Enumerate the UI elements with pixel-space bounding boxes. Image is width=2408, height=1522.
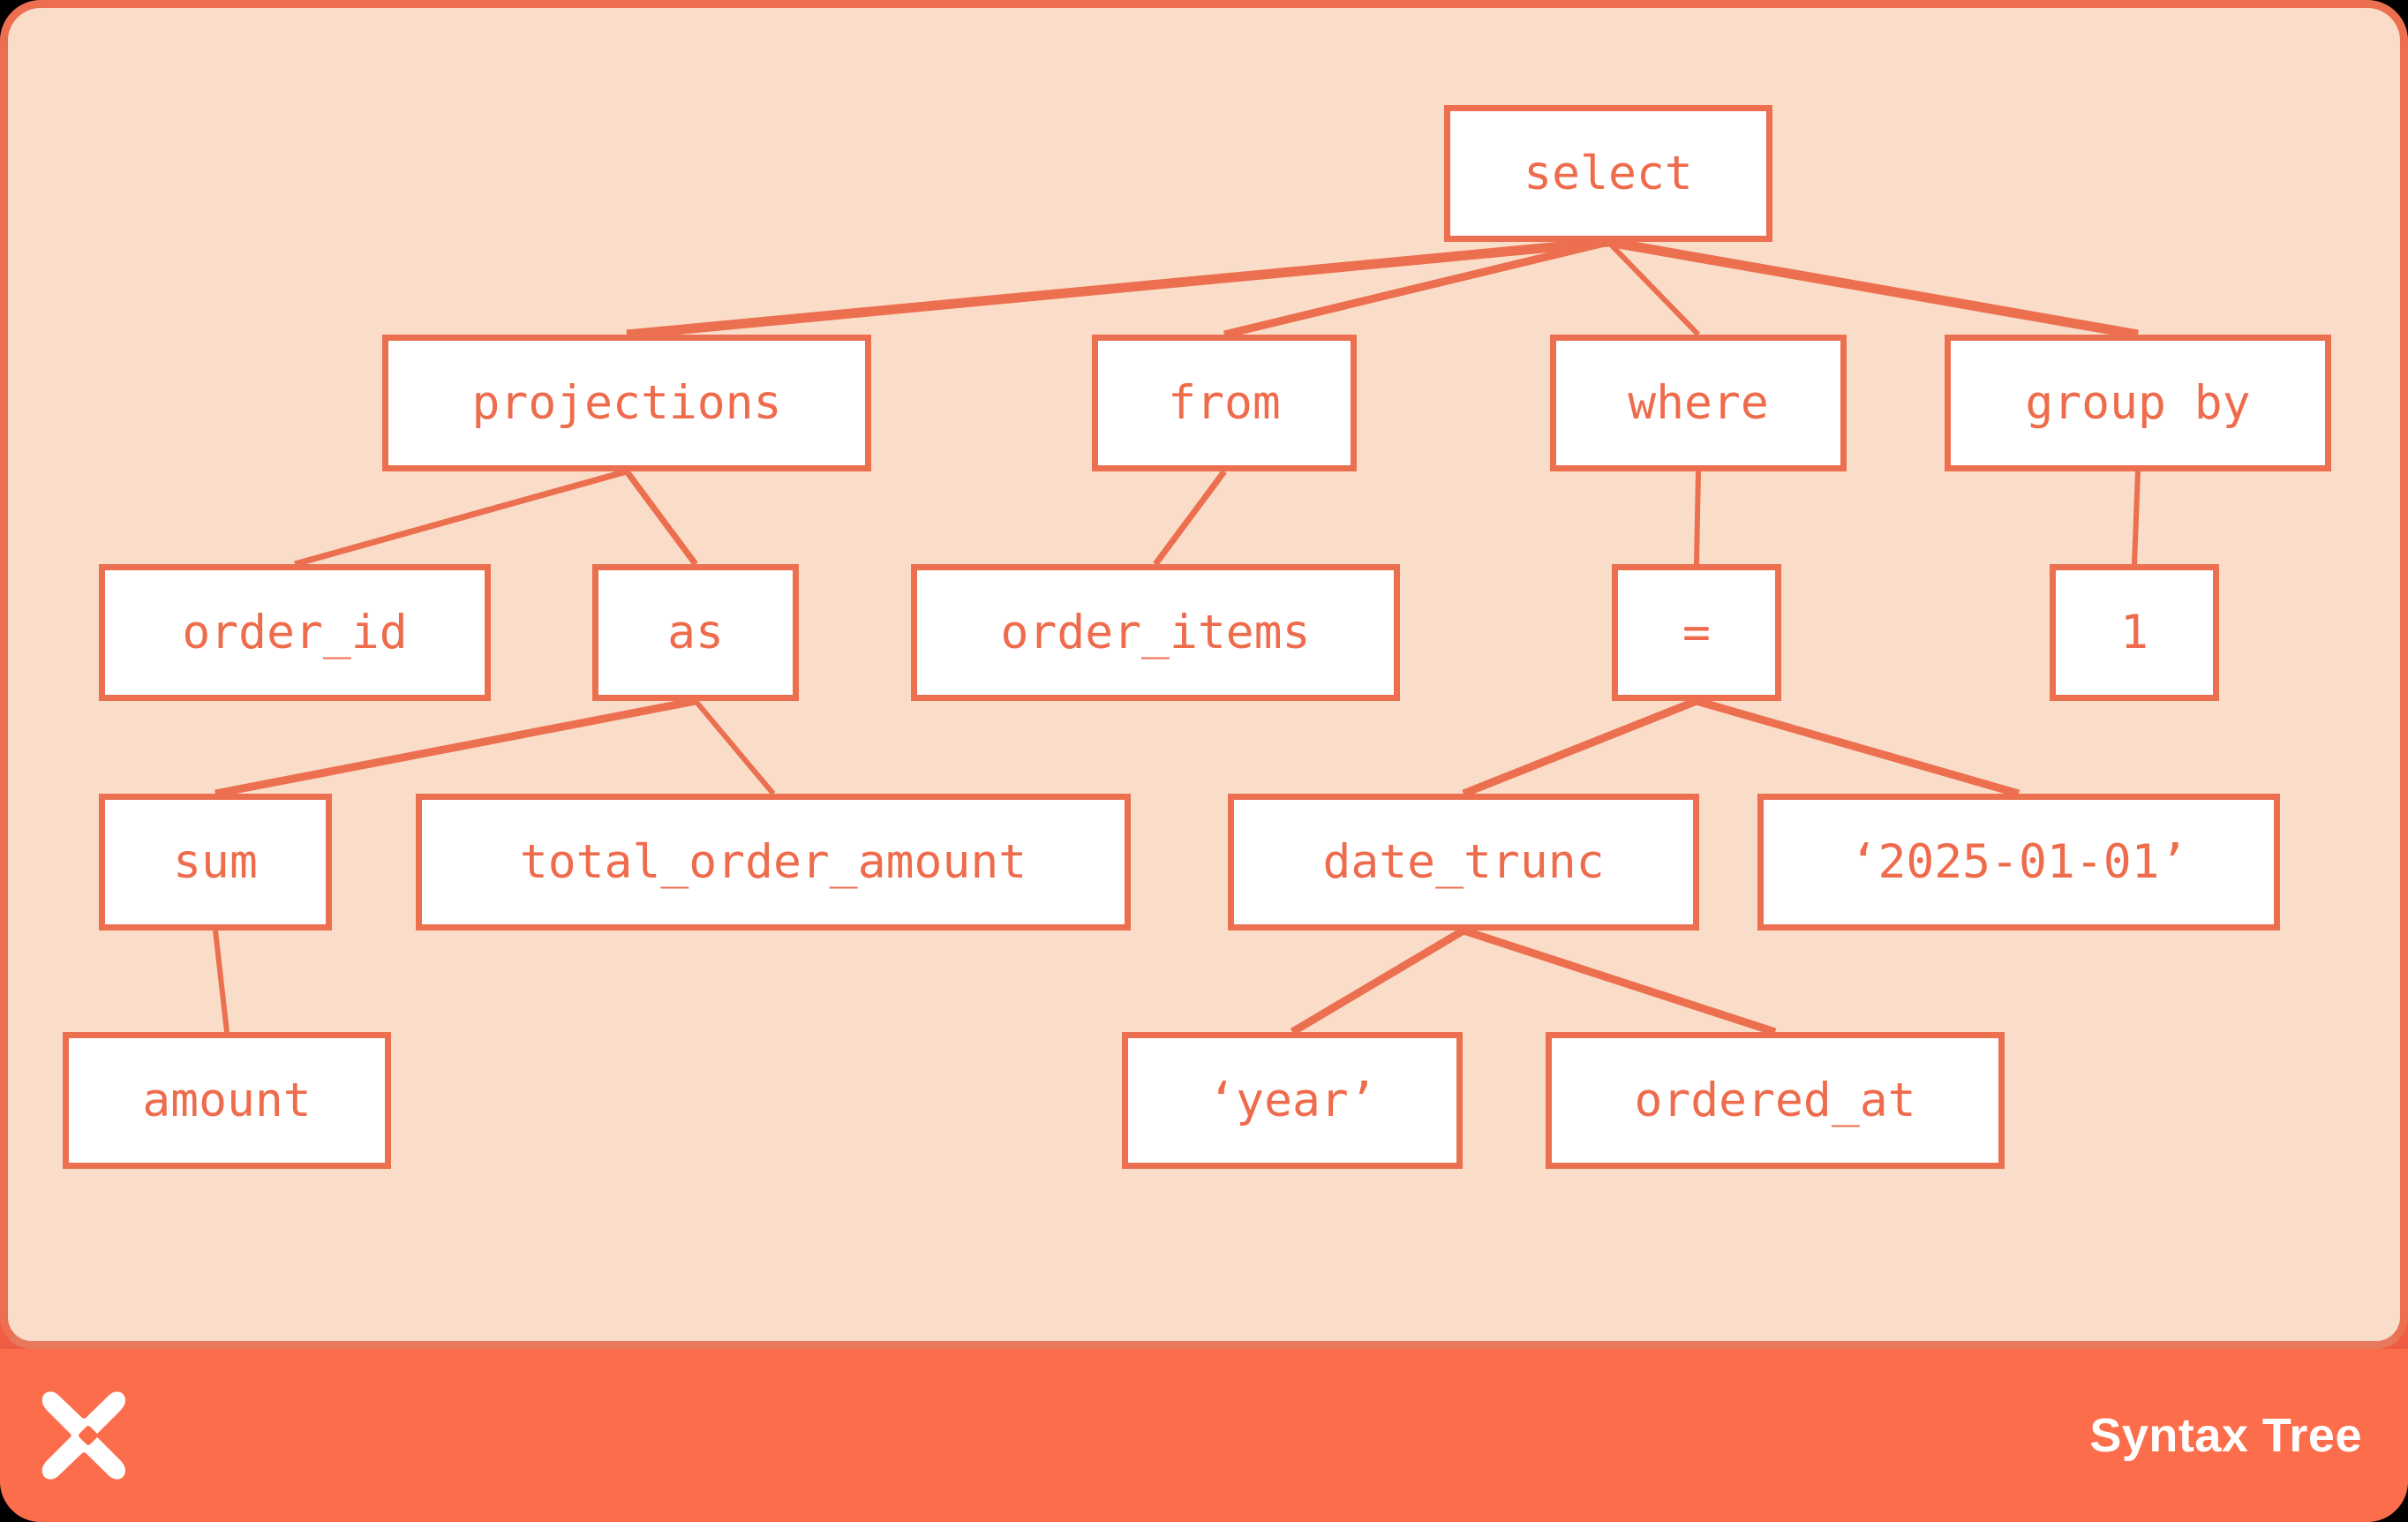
tree-node-group-by[interactable]: group by (1945, 335, 2331, 471)
tree-node-as[interactable]: as (592, 564, 799, 701)
tree-node-year-literal[interactable]: ‘year’ (1122, 1032, 1463, 1169)
tree-node-label: total_order_amount (519, 835, 1027, 889)
tree-edge-from-to-order-items (1153, 469, 1227, 567)
tree-node-where[interactable]: where (1550, 335, 1847, 471)
tree-node-from[interactable]: from (1092, 335, 1357, 471)
tree-edge-sum-to-amount (213, 930, 230, 1033)
tree-edge-group-by-to-one (2132, 471, 2141, 565)
tree-edge-date-trunc-to-year-literal (1290, 927, 1466, 1036)
tree-node-label: sum (173, 835, 258, 889)
tree-node-label: group by (2025, 376, 2251, 430)
tree-node-projections[interactable]: projections (382, 335, 871, 471)
tree-node-date-trunc[interactable]: date_trunc (1228, 794, 1699, 931)
tree-node-label: order_items (1000, 606, 1311, 659)
tree-node-label: 1 (2120, 606, 2148, 659)
tree-edge-projections-to-as (624, 469, 698, 567)
footer-bar: Syntax Tree (0, 1349, 2408, 1522)
tree-edge-equals-to-date-trunc (1462, 697, 1698, 798)
tree-edge-select-to-projections (626, 237, 1609, 340)
tree-edge-as-to-total-order-amount (693, 699, 776, 795)
tree-node-label: from (1168, 376, 1281, 430)
tree-node-label: ‘year’ (1208, 1074, 1377, 1127)
tree-edge-equals-to-date-literal (1695, 697, 2020, 798)
tree-node-select[interactable]: select (1444, 105, 1772, 242)
syntax-tree-canvas: select projections from where group by order_… (0, 0, 2408, 1349)
tree-node-order-items[interactable]: order_items (911, 564, 1400, 701)
tree-edge-date-trunc-to-ordered-at (1462, 926, 1777, 1036)
tree-edge-where-to-equals (1694, 471, 1701, 565)
tree-node-order-id[interactable]: order_id (99, 564, 491, 701)
tree-node-label: select (1524, 147, 1693, 200)
tree-node-label: ‘2025-01-01’ (1849, 835, 2188, 889)
tree-edge-select-to-group-by (1607, 237, 2139, 340)
tree-node-label: where (1628, 376, 1769, 430)
tree-edge-select-to-from (1223, 237, 1610, 339)
tree-edge-projections-to-order-id (294, 468, 628, 568)
footer-title: Syntax Tree (2089, 1409, 2362, 1462)
tree-node-equals[interactable]: = (1612, 564, 1781, 701)
tree-node-amount[interactable]: amount (63, 1032, 391, 1169)
tree-node-label: ordered_at (1634, 1074, 1916, 1127)
tree-node-label: order_id (182, 606, 408, 659)
tree-node-total-order-amount[interactable]: total_order_amount (416, 794, 1131, 931)
x-star-logo-icon (41, 1391, 126, 1480)
tree-node-date-literal[interactable]: ‘2025-01-01’ (1757, 794, 2280, 931)
tree-node-ordered-at[interactable]: ordered_at (1546, 1032, 2005, 1169)
tree-node-label: as (667, 606, 724, 659)
tree-edge-as-to-sum (214, 697, 696, 798)
tree-node-sum[interactable]: sum (99, 794, 332, 931)
tree-node-one[interactable]: 1 (2050, 564, 2219, 701)
tree-node-label: projections (471, 376, 782, 430)
tree-edge-select-to-where (1606, 239, 1701, 337)
tree-node-label: = (1682, 606, 1711, 659)
tree-node-label: amount (142, 1074, 312, 1127)
tree-node-label: date_trunc (1322, 835, 1605, 889)
